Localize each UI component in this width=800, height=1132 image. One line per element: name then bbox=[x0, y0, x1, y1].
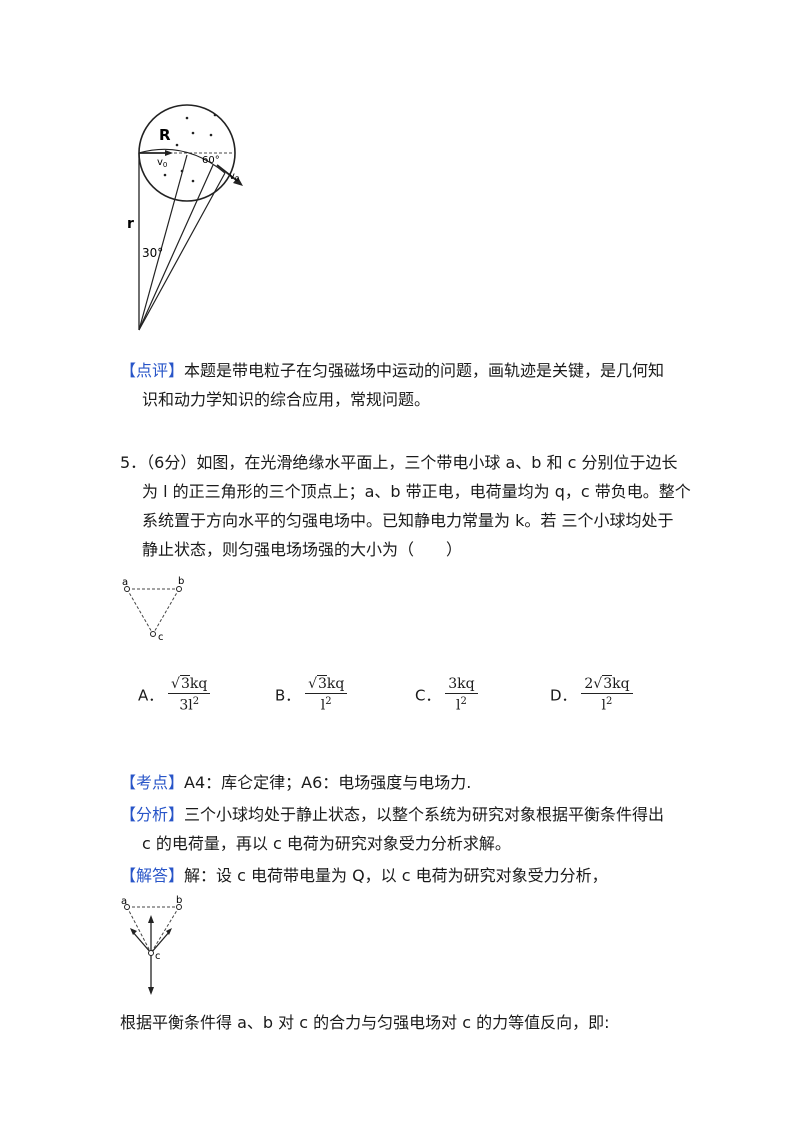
question-line3: 系统置于方向水平的匀强电场中。已知静电力常量为 k。若 三个小球均处于 bbox=[142, 511, 674, 530]
line-to-chord2 bbox=[138, 164, 214, 331]
line-to-exit bbox=[138, 172, 226, 331]
label-a: a bbox=[122, 577, 128, 588]
fenxi-line2: c 的电荷量，再以 c 电荷为研究对象受力分析求解。 bbox=[142, 834, 511, 853]
figure-force-diagram: a b c bbox=[121, 895, 182, 995]
label-r: r bbox=[127, 216, 134, 232]
option-A-formula: √3kq 3l2 bbox=[168, 675, 211, 714]
label-v0-right: v0 bbox=[229, 171, 239, 183]
question-stem: 5．（6分）如图，在光滑绝缘水平面上，三个带电小球 a、b 和 c 分别位于边长… bbox=[120, 448, 700, 564]
question-line2: 为 l 的正三角形的三个顶点上；a、b 带正电，电荷量均为 q，c 带负电。整个 bbox=[142, 482, 691, 501]
label-60-degree: 60° bbox=[202, 155, 220, 166]
figure-magnetic-trajectory: R r v0 v0 60° 30° bbox=[127, 104, 243, 331]
option-B-formula: √3kq l2 bbox=[305, 675, 348, 714]
figure-triangle: a b c bbox=[122, 576, 184, 643]
trajectory-arc bbox=[138, 148, 226, 174]
question-line1: 5．（6分）如图，在光滑绝缘水平面上，三个带电小球 a、b 和 c 分别位于边长 bbox=[120, 453, 678, 472]
entry-arrow-head bbox=[165, 150, 173, 156]
comment-line2: 识和动力学知识的综合应用，常规问题。 bbox=[142, 390, 431, 409]
question-line4: 静止状态，则匀强电场场强的大小为（ ） bbox=[142, 540, 463, 559]
option-C[interactable]: C． 3kq l2 bbox=[415, 676, 478, 714]
label-v0-left: v0 bbox=[157, 157, 167, 169]
comment-line1: 【点评】本题是带电粒子在匀强磁场中运动的问题，画轨迹是关键，是几何知 bbox=[120, 361, 665, 380]
kaodian-line: 【考点】A4：库仑定律；A6：电场强度与电场力. bbox=[120, 773, 472, 792]
jieda-line: 【解答】解：设 c 电荷带电量为 Q，以 c 电荷为研究对象受力分析， bbox=[120, 866, 608, 885]
label-b: b bbox=[176, 895, 182, 906]
line-to-chord1 bbox=[138, 154, 188, 331]
final-line: 根据平衡条件得 a、b 对 c 的合力与匀强电场对 c 的力等值反向，即: bbox=[120, 1013, 610, 1032]
comment-paragraph: 【点评】本题是带电粒子在匀强磁场中运动的问题，画轨迹是关键，是几何知 识和动力学… bbox=[120, 356, 680, 414]
label-R: R bbox=[159, 126, 171, 144]
charge-b bbox=[176, 586, 182, 592]
charge-b bbox=[176, 904, 182, 910]
charge-a bbox=[124, 586, 130, 592]
label-30-degree: 30° bbox=[142, 246, 163, 260]
label-b: b bbox=[178, 576, 184, 587]
charge-c bbox=[150, 631, 156, 637]
charge-a bbox=[124, 904, 130, 910]
label-a: a bbox=[121, 896, 127, 907]
label-c: c bbox=[158, 632, 164, 643]
option-D[interactable]: D． 2√3kq l2 bbox=[550, 675, 633, 714]
label-c: c bbox=[155, 951, 161, 962]
option-D-formula: 2√3kq l2 bbox=[581, 675, 633, 714]
fenxi-line1: 【分析】三个小球均处于静止状态，以整个系统为研究对象根据平衡条件得出 bbox=[120, 805, 665, 824]
charge-c bbox=[148, 950, 154, 956]
exit-arrow-head bbox=[233, 177, 243, 186]
option-A[interactable]: A． √3kq 3l2 bbox=[138, 675, 211, 714]
comment-tag: 【点评】 bbox=[120, 361, 185, 380]
analysis-section: 【考点】A4：库仑定律；A6：电场强度与电场力. 【分析】三个小球均处于静止状态… bbox=[120, 768, 700, 890]
option-C-formula: 3kq l2 bbox=[445, 676, 478, 714]
option-B[interactable]: B． √3kq l2 bbox=[275, 675, 348, 714]
